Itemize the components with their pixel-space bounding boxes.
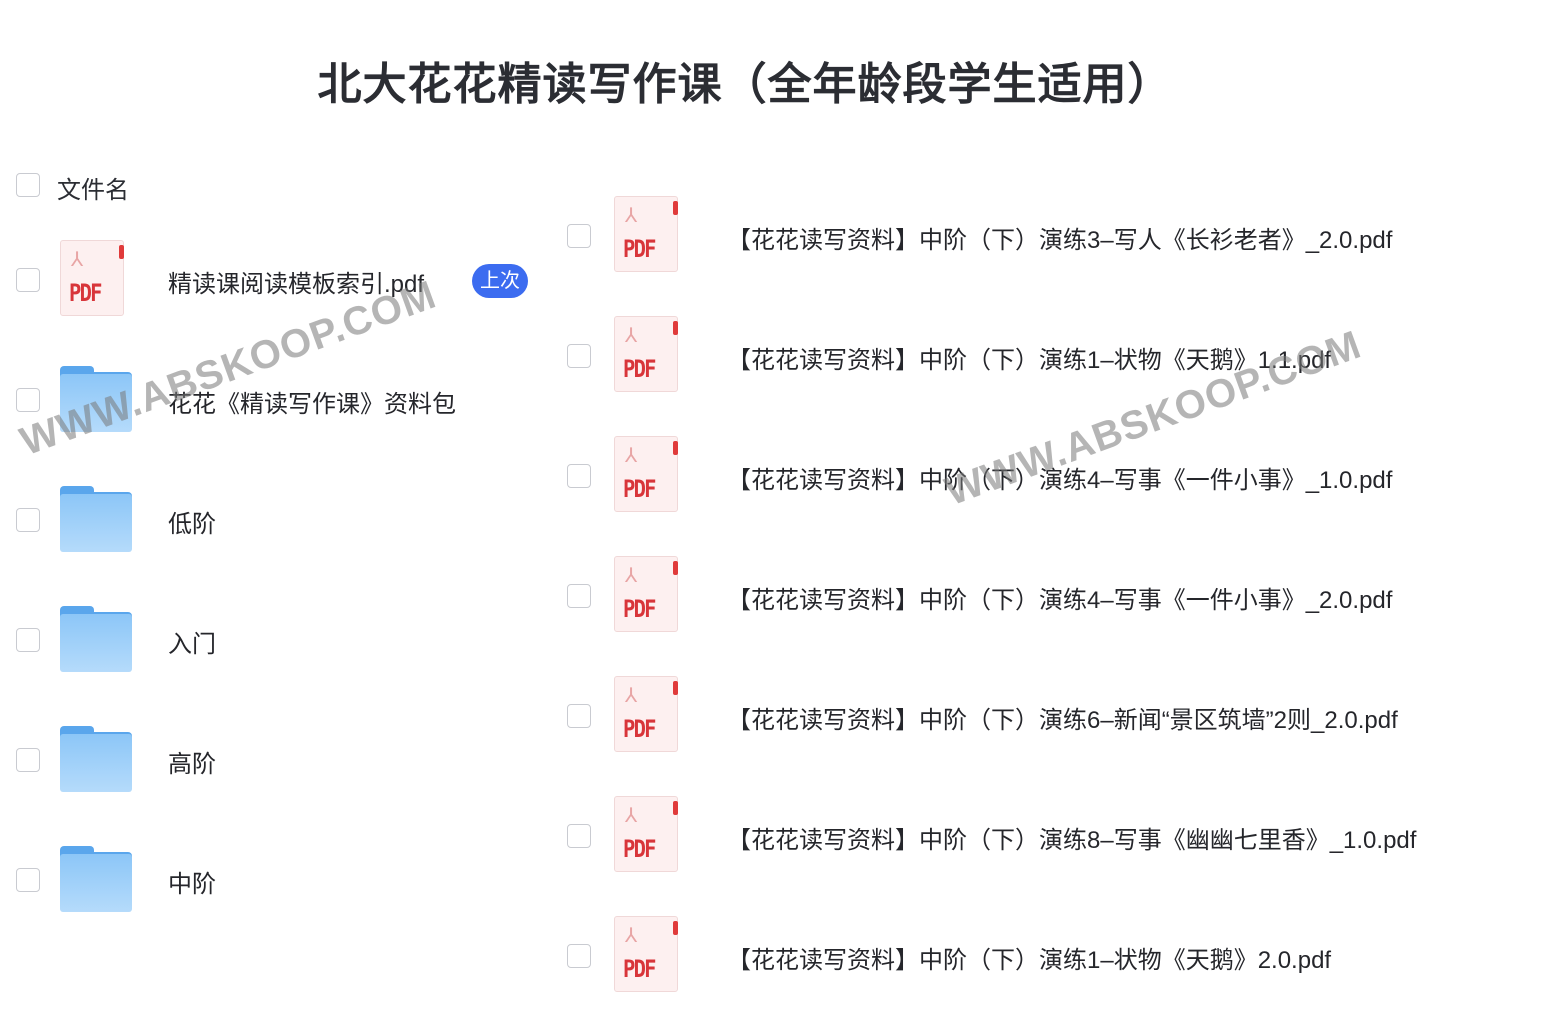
item-checkbox[interactable] [567, 824, 591, 848]
file-name[interactable]: 精读课阅读模板索引.pdf [168, 271, 425, 298]
item-checkbox[interactable] [16, 868, 40, 892]
pdf-file-icon: ⅄PDF [614, 196, 678, 272]
select-all-checkbox[interactable] [16, 173, 40, 197]
file-name[interactable]: 高阶 [168, 751, 216, 778]
pdf-file-icon: ⅄PDF [614, 676, 678, 752]
watermark: WWW.ABSKOOP.COM [935, 0, 1363, 7]
item-checkbox[interactable] [16, 508, 40, 532]
file-list-item[interactable]: 花花《精读写作课》资料包 [16, 360, 916, 440]
file-name[interactable]: 【花花读写资料】中阶（下）演练6–新闻“景区筑墙”2则_2.0.pdf [727, 707, 1398, 734]
pdf-file-icon: ⅄PDF [614, 316, 678, 392]
pdf-file-icon: ⅄PDF [614, 556, 678, 632]
pdf-file-icon: ⅄PDF [60, 240, 124, 316]
item-checkbox[interactable] [16, 628, 40, 652]
watermark: WWW.ABSKOOP.COM [10, 0, 438, 7]
file-name[interactable]: 【花花读写资料】中阶（下）演练8–写事《幽幽七里香》_1.0.pdf [727, 827, 1417, 854]
item-checkbox[interactable] [567, 344, 591, 368]
pdf-file-icon: ⅄PDF [614, 916, 678, 992]
item-checkbox[interactable] [16, 268, 40, 292]
item-checkbox[interactable] [16, 388, 40, 412]
file-list-item[interactable]: ⅄PDF 【花花读写资料】中阶（下）演练3–写人《长衫老者》_2.0.pdf [567, 196, 1467, 276]
file-list-item[interactable]: ⅄PDF 精读课阅读模板索引.pdf [16, 240, 916, 320]
item-checkbox[interactable] [16, 748, 40, 772]
file-list-item[interactable]: ⅄PDF 【花花读写资料】中阶（下）演练1–状物《天鹅》1.1.pdf [567, 316, 1467, 396]
file-list-item[interactable]: 入门 [16, 600, 916, 680]
file-name[interactable]: 中阶 [168, 871, 216, 898]
file-name[interactable]: 【花花读写资料】中阶（下）演练1–状物《天鹅》2.0.pdf [727, 947, 1332, 974]
pdf-file-icon: ⅄PDF [614, 796, 678, 872]
file-name[interactable]: 【花花读写资料】中阶（下）演练4–写事《一件小事》_2.0.pdf [727, 587, 1393, 614]
file-list-item[interactable]: ⅄PDF 【花花读写资料】中阶（下）演练1–状物《天鹅》2.0.pdf [567, 916, 1467, 996]
last-opened-badge: 上次 [472, 264, 528, 298]
file-list-item[interactable]: 高阶 [16, 720, 916, 800]
item-checkbox[interactable] [567, 224, 591, 248]
file-name[interactable]: 【花花读写资料】中阶（下）演练4–写事《一件小事》_1.0.pdf [727, 467, 1393, 494]
file-name[interactable]: 低阶 [168, 511, 216, 538]
column-header-filename[interactable]: 文件名 [57, 177, 129, 204]
pdf-file-icon: ⅄PDF [614, 436, 678, 512]
file-list-item[interactable]: ⅄PDF 【花花读写资料】中阶（下）演练8–写事《幽幽七里香》_1.0.pdf [567, 796, 1467, 876]
item-checkbox[interactable] [567, 584, 591, 608]
file-list-item[interactable]: ⅄PDF 【花花读写资料】中阶（下）演练4–写事《一件小事》_1.0.pdf [567, 436, 1467, 516]
page-title: 北大花花精读写作课（全年龄段学生适用） [317, 60, 1173, 109]
file-name[interactable]: 入门 [168, 631, 216, 658]
file-name[interactable]: 花花《精读写作课》资料包 [168, 391, 456, 418]
folder-icon [60, 366, 132, 432]
file-name[interactable]: 【花花读写资料】中阶（下）演练3–写人《长衫老者》_2.0.pdf [727, 227, 1393, 254]
folder-icon [60, 846, 132, 912]
file-list-item[interactable]: 低阶 [16, 480, 916, 560]
item-checkbox[interactable] [567, 704, 591, 728]
file-name[interactable]: 【花花读写资料】中阶（下）演练1–状物《天鹅》1.1.pdf [727, 347, 1332, 374]
item-checkbox[interactable] [567, 464, 591, 488]
file-list-item[interactable]: ⅄PDF 【花花读写资料】中阶（下）演练6–新闻“景区筑墙”2则_2.0.pdf [567, 676, 1467, 756]
folder-icon [60, 606, 132, 672]
folder-icon [60, 486, 132, 552]
item-checkbox[interactable] [567, 944, 591, 968]
folder-icon [60, 726, 132, 792]
file-list-item[interactable]: 中阶 [16, 840, 916, 920]
file-list-item[interactable]: ⅄PDF 【花花读写资料】中阶（下）演练4–写事《一件小事》_2.0.pdf [567, 556, 1467, 636]
